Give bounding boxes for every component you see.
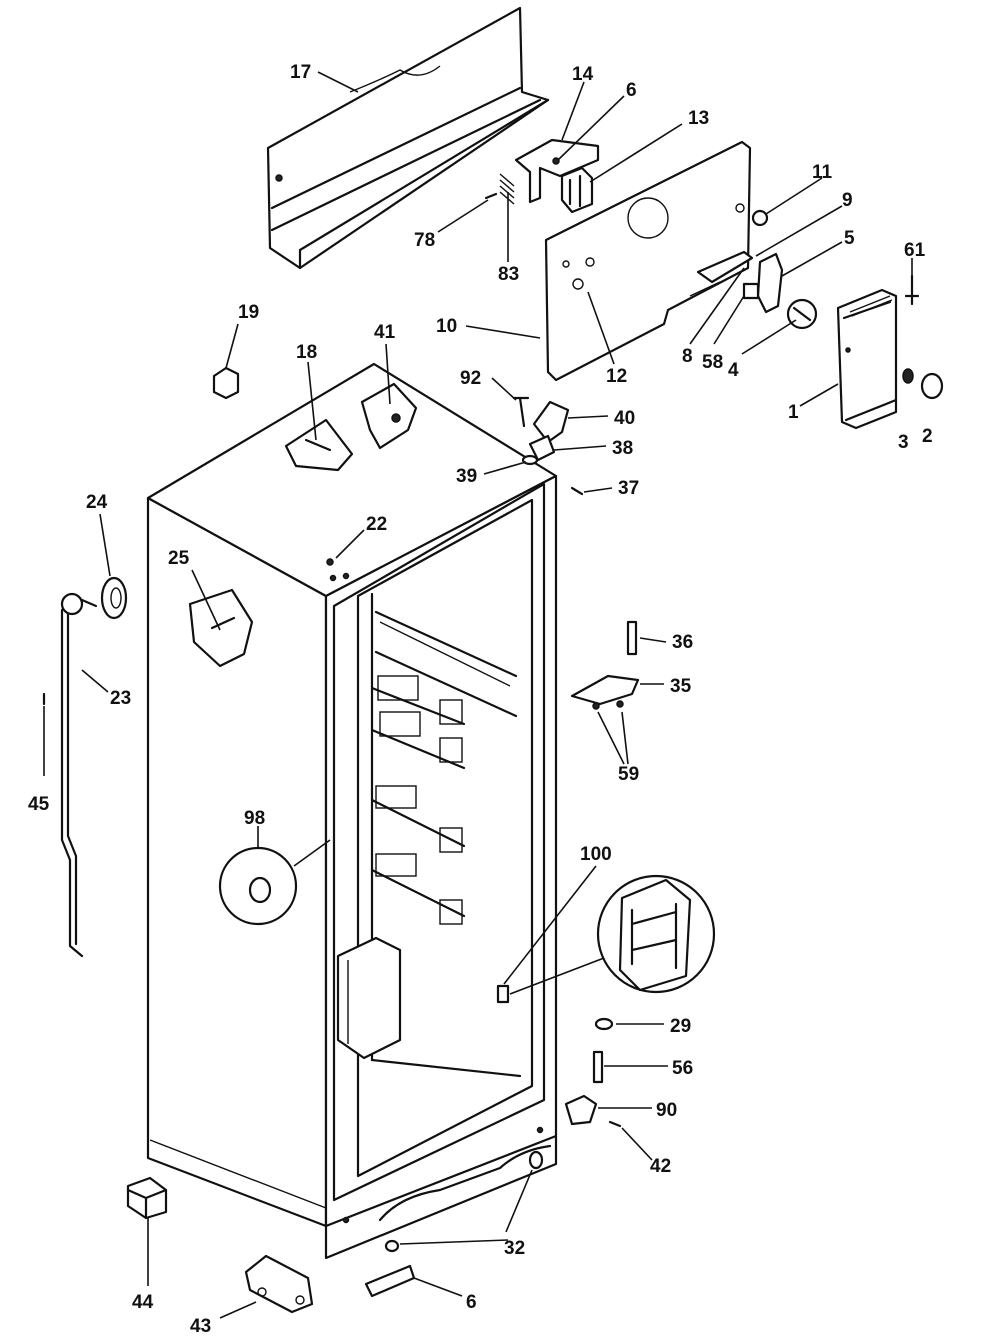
part-4-dial <box>786 298 818 330</box>
part-17-top-trim-panel <box>266 6 550 270</box>
part-44-foot <box>126 1176 168 1220</box>
callout-23: 23 <box>110 688 131 709</box>
callout-61: 61 <box>904 240 926 261</box>
callout-24: 24 <box>86 492 108 513</box>
callout-36: 36 <box>672 632 693 653</box>
part-90-bottom-hinge <box>564 1094 598 1126</box>
callout-38: 38 <box>612 438 633 459</box>
callout-56: 56 <box>672 1058 693 1079</box>
callout-8: 8 <box>682 346 693 367</box>
part-29-washer <box>594 1017 614 1031</box>
part-83-spring <box>499 173 515 205</box>
cabinet-body <box>146 362 558 1260</box>
part-10-control-plate <box>544 140 752 382</box>
part-38-bushing <box>528 434 556 462</box>
callout-40: 40 <box>614 408 635 429</box>
part-92-screw <box>512 396 530 428</box>
part-39-washer <box>521 454 539 466</box>
callout-32: 32 <box>504 1238 525 1259</box>
callout-10: 10 <box>436 316 457 337</box>
part-5-control-knob-shaft <box>756 252 784 314</box>
part-24-bushing <box>100 576 128 620</box>
callout-18: 18 <box>296 342 317 363</box>
callout-6-top: 6 <box>626 80 637 101</box>
callout-5: 5 <box>844 228 855 249</box>
callout-44: 44 <box>132 1292 154 1313</box>
callout-19: 19 <box>238 302 259 323</box>
callout-59: 59 <box>618 764 639 785</box>
callout-92: 92 <box>460 368 481 389</box>
part-1-control-housing <box>836 288 898 430</box>
callout-11: 11 <box>812 162 833 183</box>
callout-39: 39 <box>456 466 477 487</box>
callout-9: 9 <box>842 190 853 211</box>
part-56-pin <box>592 1050 604 1084</box>
part-58-spacer <box>742 282 760 300</box>
part-35-center-hinge <box>570 674 640 706</box>
part-19-plug <box>212 366 240 400</box>
callout-42: 42 <box>650 1156 671 1177</box>
part-40-top-hinge <box>532 400 570 444</box>
callout-43: 43 <box>190 1316 211 1337</box>
part-9-lever <box>696 250 754 284</box>
callout-78: 78 <box>414 230 435 251</box>
callout-13: 13 <box>688 108 709 129</box>
callout-37: 37 <box>618 478 639 499</box>
part-23-door-rod <box>60 592 98 958</box>
callout-17: 17 <box>290 62 311 83</box>
part-32-plugs <box>384 1150 544 1253</box>
part-3-washer <box>902 368 914 384</box>
callout-29: 29 <box>670 1016 691 1037</box>
callout-41: 41 <box>374 322 396 343</box>
callout-90: 90 <box>656 1100 677 1121</box>
callout-98: 98 <box>244 808 265 829</box>
part-36-pin <box>626 620 638 656</box>
part-78-screw <box>484 192 498 200</box>
part-43-bottom-bracket <box>244 1254 314 1314</box>
part-61-screw <box>904 274 920 306</box>
callout-83: 83 <box>498 264 519 285</box>
part-98-label <box>218 846 298 926</box>
callout-12: 12 <box>606 366 627 387</box>
callout-25: 25 <box>168 548 190 569</box>
callout-3: 3 <box>898 432 909 453</box>
part-42-screw <box>608 1120 622 1128</box>
part-100-clip <box>496 874 716 1004</box>
part-11-button <box>751 209 769 227</box>
callout-2: 2 <box>922 426 933 447</box>
part-2-knob <box>920 372 944 400</box>
callout-100: 100 <box>580 844 612 865</box>
callout-35: 35 <box>670 676 692 697</box>
callout-6-bottom: 6 <box>466 1292 477 1313</box>
callout-45: 45 <box>28 794 50 815</box>
callout-1: 1 <box>788 402 799 423</box>
callout-22: 22 <box>366 514 387 535</box>
part-13-clip <box>560 166 594 214</box>
callout-58: 58 <box>702 352 723 373</box>
leader-lines <box>43 71 913 1319</box>
part-59-screws <box>592 700 624 710</box>
callout-4: 4 <box>728 360 739 381</box>
part-6-kick-plate <box>364 1264 416 1298</box>
part-37-screw <box>570 486 584 496</box>
callout-labels: 17 14 6 13 11 9 5 61 78 83 10 12 8 58 4 … <box>28 62 933 1337</box>
callout-14: 14 <box>572 64 594 85</box>
